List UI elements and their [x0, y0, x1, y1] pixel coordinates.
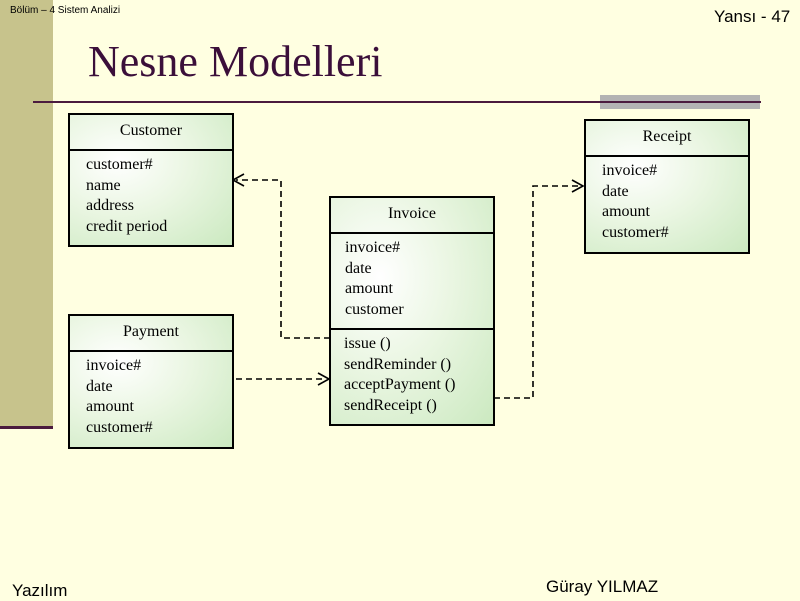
chapter-label: Bölüm – 4 Sistem Analizi	[10, 5, 121, 16]
attribute: date	[345, 259, 372, 277]
class-payment-attributes: invoice# date amount customer#	[70, 352, 232, 438]
attribute: customer#	[602, 223, 669, 241]
attribute: amount	[345, 280, 393, 298]
attribute: date	[86, 377, 113, 395]
attribute: name	[86, 176, 121, 194]
class-customer-attributes: customer# name address credit period	[70, 151, 232, 237]
footer-author: Güray YILMAZ	[546, 577, 659, 596]
connector-invoice-customer	[236, 179, 330, 339]
operation: sendReminder ()	[344, 355, 452, 373]
attribute: invoice#	[345, 239, 401, 256]
attribute: amount	[86, 398, 134, 416]
operation: acceptPayment ()	[344, 376, 456, 394]
left-sidebar-band	[0, 0, 53, 426]
attribute: customer#	[86, 156, 153, 173]
class-invoice-name: Invoice	[331, 198, 493, 234]
attribute: invoice#	[86, 357, 142, 374]
class-invoice: Invoice invoice# date amount customer is…	[329, 196, 495, 426]
arrowhead-receipt	[571, 179, 585, 193]
connector-invoice-receipt	[494, 185, 580, 399]
page-title: Nesne Modelleri	[88, 37, 383, 86]
class-receipt-attributes: invoice# date amount customer#	[586, 157, 748, 243]
attribute: customer#	[86, 418, 153, 436]
attribute: invoice#	[602, 162, 658, 179]
class-invoice-attributes: invoice# date amount customer	[331, 234, 493, 328]
footer-left-label: Yazılım	[12, 581, 68, 600]
operation: sendReceipt ()	[344, 396, 437, 414]
class-customer-name: Customer	[70, 115, 232, 151]
attribute: credit period	[86, 217, 168, 235]
class-invoice-operations: issue () sendReminder () acceptPayment (…	[331, 328, 493, 416]
attribute: customer	[345, 300, 404, 318]
class-customer: Customer customer# name address credit p…	[68, 113, 234, 247]
class-payment-name: Payment	[70, 316, 232, 352]
sidebar-bottom-line	[0, 426, 53, 429]
title-rule	[33, 101, 761, 103]
attribute: address	[86, 197, 134, 215]
class-receipt: Receipt invoice# date amount customer#	[584, 119, 750, 254]
operation: issue ()	[344, 335, 391, 352]
attribute: date	[602, 182, 629, 200]
class-receipt-name: Receipt	[586, 121, 748, 157]
class-payment: Payment invoice# date amount customer#	[68, 314, 234, 449]
slide-number: Yansı - 47	[714, 7, 791, 26]
attribute: amount	[602, 203, 650, 221]
